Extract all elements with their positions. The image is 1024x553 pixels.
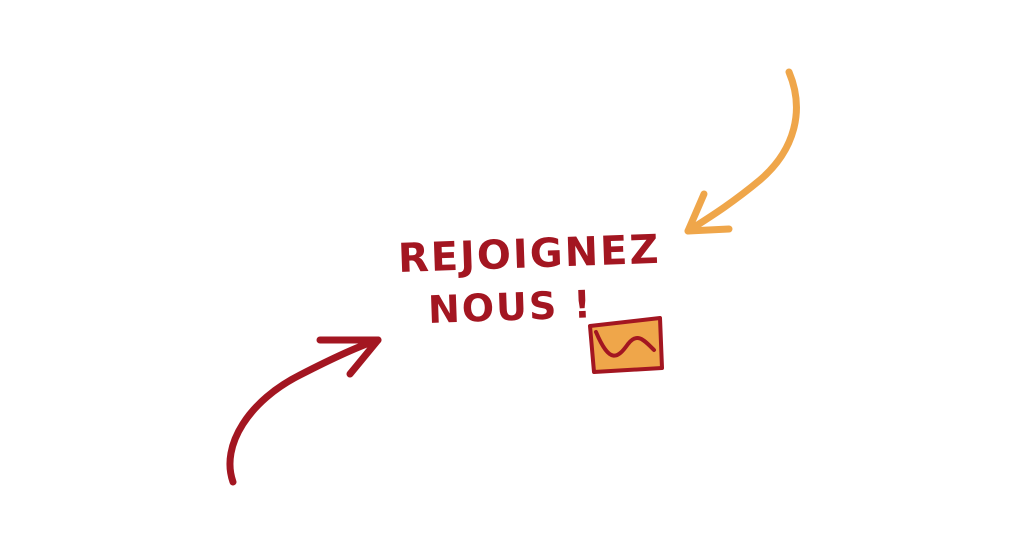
red-arrow-shaft	[226, 336, 382, 486]
orange-arrow-shaft	[684, 68, 800, 235]
red-arrow-icon	[226, 336, 382, 486]
envelope-icon[interactable]	[582, 310, 668, 376]
envelope-flap	[594, 330, 656, 358]
orange-arrow-head	[684, 190, 733, 235]
orange-arrow-icon	[684, 68, 800, 235]
red-arrow-head	[316, 336, 382, 378]
